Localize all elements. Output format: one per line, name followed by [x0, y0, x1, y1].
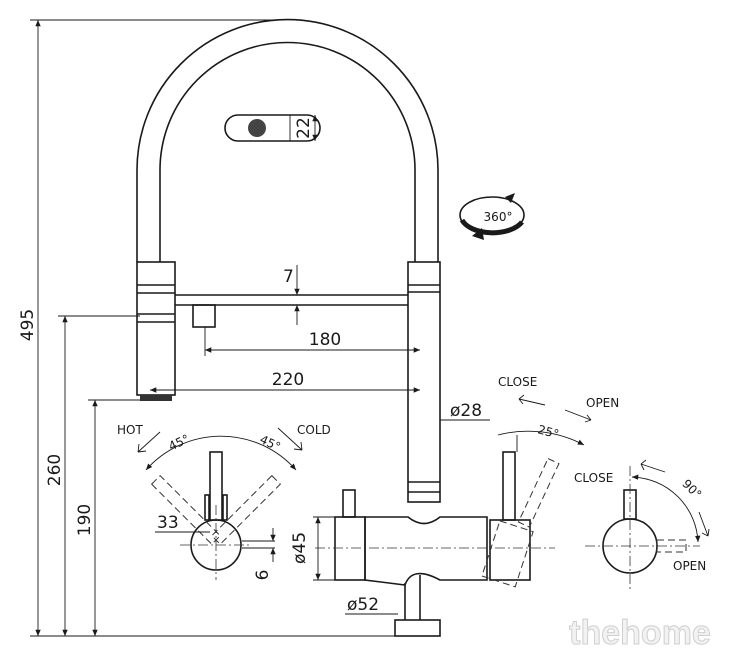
side-lever-angle: 25°	[536, 422, 560, 441]
dimension-180: 180	[204, 327, 420, 356]
dim-outlet-height: 190	[75, 504, 95, 536]
dim-base-diameter: ø52	[347, 595, 379, 615]
close-arrow-icon	[518, 394, 546, 406]
spout-bar: 7	[175, 265, 408, 328]
dimension-52: ø52	[345, 595, 398, 615]
dimension-220: 220	[150, 370, 420, 393]
dim-handle-offset: 33	[157, 513, 179, 533]
column	[407, 261, 441, 503]
filter-lever-view: CLOSE OPEN 90°	[574, 459, 710, 590]
cold-label: COLD	[297, 423, 331, 437]
spray-head	[136, 261, 176, 401]
rotation-label: 360°	[484, 210, 513, 224]
dim-reach-inner: 180	[309, 330, 341, 350]
hot-angle: 45°	[166, 432, 191, 454]
faucet-body	[315, 451, 560, 637]
dim-aerator: 22	[294, 117, 314, 139]
filter-open: OPEN	[673, 559, 706, 573]
open-arrow-icon	[564, 409, 592, 423]
dimension-495: 495	[18, 20, 41, 636]
filter-close-arrow-icon	[640, 459, 666, 473]
dimension-190: 190	[75, 400, 98, 636]
dimension-260: 260	[45, 316, 68, 636]
hot-label: HOT	[117, 423, 143, 437]
rotation-360-icon: 360°	[459, 193, 525, 240]
filter-angle: 90°	[679, 477, 704, 502]
cold-angle: 45°	[258, 432, 283, 454]
dim-body-diameter: ø45	[290, 532, 310, 564]
extension-lines	[30, 19, 395, 637]
dim-reach-outer: 220	[272, 370, 304, 390]
side-lever-close: CLOSE	[498, 375, 537, 389]
aerator-detail: 22	[224, 114, 321, 142]
dim-pipe-gap: 7	[283, 267, 294, 287]
filter-open-arrow-icon	[698, 511, 710, 537]
dim-column-diameter: ø28	[450, 401, 482, 421]
dimension-28: ø28	[440, 401, 490, 421]
hot-arrow-icon	[137, 431, 161, 453]
watermark: thehome	[569, 614, 711, 652]
spout-arch	[136, 18, 439, 262]
dim-spout-height: 260	[45, 454, 65, 486]
dim-handle-drop: 6	[253, 570, 273, 581]
filter-close: CLOSE	[574, 471, 613, 485]
dim-total-height: 495	[18, 309, 38, 341]
side-lever-open: OPEN	[586, 396, 619, 410]
side-lever-annotations: CLOSE OPEN 25°	[497, 375, 619, 452]
dimension-45: ø45	[290, 516, 335, 581]
cold-arrow-icon	[277, 427, 303, 451]
aerator-mesh-icon	[248, 119, 266, 137]
